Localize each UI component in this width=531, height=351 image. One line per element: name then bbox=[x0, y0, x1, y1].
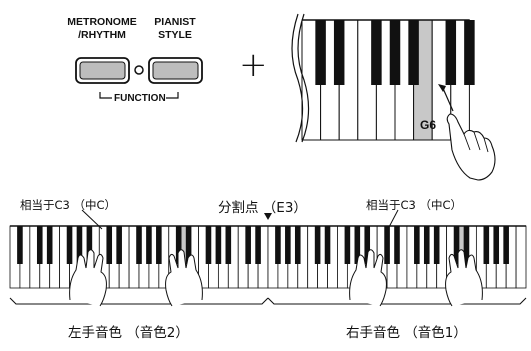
break-line-2 bbox=[297, 13, 310, 143]
right-hand-left-icon bbox=[349, 249, 387, 307]
black-key[interactable] bbox=[36, 226, 43, 264]
left-hand-right-icon bbox=[165, 249, 203, 307]
black-key[interactable] bbox=[255, 226, 261, 264]
hand-finger-lines bbox=[463, 131, 489, 153]
black-key[interactable] bbox=[76, 226, 83, 264]
left-hand-left-icon bbox=[69, 249, 107, 307]
g6-key-label: G6 bbox=[420, 118, 437, 132]
black-key[interactable] bbox=[408, 20, 419, 85]
right-range-bracket bbox=[267, 297, 527, 305]
pianist-style-button-outer[interactable] bbox=[148, 57, 203, 84]
black-key[interactable] bbox=[464, 20, 475, 85]
pressing-hand-icon bbox=[446, 113, 496, 181]
black-key[interactable] bbox=[185, 226, 192, 264]
black-key[interactable] bbox=[66, 226, 73, 264]
black-key[interactable] bbox=[371, 20, 382, 85]
black-key[interactable] bbox=[314, 226, 321, 264]
black-key[interactable] bbox=[245, 226, 251, 264]
function-label: FUNCTION bbox=[114, 93, 166, 104]
black-key[interactable] bbox=[354, 226, 361, 264]
function-bracket bbox=[99, 92, 179, 99]
black-key[interactable] bbox=[503, 226, 509, 264]
metronome-button-outer[interactable] bbox=[75, 57, 130, 84]
arrow-head-icon bbox=[438, 84, 446, 92]
black-key[interactable] bbox=[285, 226, 291, 264]
black-key[interactable] bbox=[344, 226, 351, 264]
black-key[interactable] bbox=[17, 226, 23, 264]
left-voice-label: 左手音色 （音色2） bbox=[68, 325, 189, 341]
black-key[interactable] bbox=[205, 226, 212, 264]
black-key[interactable] bbox=[116, 226, 122, 264]
right-c3-lead-line bbox=[387, 209, 399, 230]
black-key[interactable] bbox=[483, 226, 490, 264]
black-key[interactable] bbox=[433, 226, 440, 264]
playing-hands bbox=[69, 249, 483, 307]
black-key[interactable] bbox=[414, 226, 420, 264]
black-key[interactable] bbox=[384, 226, 390, 264]
indicator-lamp-icon bbox=[134, 65, 144, 75]
left-range-bracket bbox=[9, 297, 269, 305]
black-key[interactable] bbox=[333, 20, 345, 85]
black-key[interactable] bbox=[423, 226, 430, 264]
pianist-style-button-label: PIANIST STYLE bbox=[154, 16, 196, 41]
white-key[interactable] bbox=[515, 225, 527, 289]
black-key[interactable] bbox=[175, 226, 182, 264]
pianist-style-button-face[interactable] bbox=[152, 61, 199, 80]
black-key[interactable] bbox=[86, 226, 93, 264]
metronome-button-face[interactable] bbox=[79, 61, 126, 80]
black-key[interactable] bbox=[493, 226, 500, 264]
black-key[interactable] bbox=[324, 226, 331, 264]
metronome-button-label: METRONOME /RHYTHM bbox=[67, 16, 137, 41]
split-point-label: 分割点 （E3） bbox=[218, 200, 307, 216]
right-voice-label: 右手音色 （音色1） bbox=[346, 325, 467, 341]
left-c3-lead-line bbox=[81, 209, 103, 230]
black-key[interactable] bbox=[225, 226, 232, 264]
black-key[interactable] bbox=[463, 226, 470, 264]
black-key[interactable] bbox=[389, 20, 401, 85]
black-key[interactable] bbox=[394, 226, 400, 264]
black-key[interactable] bbox=[275, 226, 281, 264]
split-point-marker-icon bbox=[264, 213, 272, 220]
keyboard-excerpt bbox=[301, 19, 475, 141]
black-key[interactable] bbox=[46, 226, 53, 264]
right-hand-right-icon bbox=[445, 249, 483, 307]
black-key[interactable] bbox=[215, 226, 222, 264]
black-key[interactable] bbox=[453, 226, 460, 264]
black-key[interactable] bbox=[146, 226, 152, 264]
plus-symbol: + bbox=[239, 45, 268, 85]
black-key[interactable] bbox=[156, 226, 162, 264]
black-key[interactable] bbox=[136, 226, 142, 264]
black-key[interactable] bbox=[106, 226, 113, 264]
left-middle-c-label: 相当于C3 （中C） bbox=[20, 198, 117, 212]
break-line bbox=[291, 13, 304, 143]
black-key[interactable] bbox=[294, 226, 301, 264]
right-middle-c-label: 相当于C3 （中C） bbox=[366, 198, 463, 212]
full-keyboard bbox=[9, 225, 527, 289]
black-key[interactable] bbox=[315, 20, 326, 85]
black-key[interactable] bbox=[445, 20, 457, 85]
black-key[interactable] bbox=[364, 226, 371, 264]
